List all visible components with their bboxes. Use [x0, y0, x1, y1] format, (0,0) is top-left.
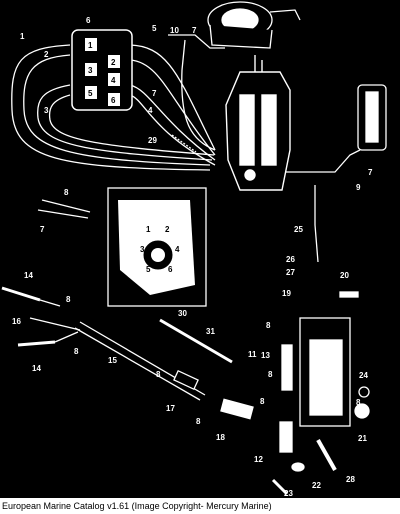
callout-label: 21 — [358, 434, 367, 443]
callout-label: 8 — [196, 417, 201, 426]
callout-label: 7 — [368, 168, 373, 177]
harness-wire-5 — [129, 44, 216, 151]
nut-22 — [291, 462, 305, 472]
callout-label: 12 — [254, 455, 263, 464]
callout-label: 18 — [216, 433, 225, 442]
module-number: 1 — [88, 41, 93, 50]
inset-detail — [107, 187, 207, 307]
callout-label: 24 — [359, 371, 368, 380]
powerhead-block — [225, 55, 291, 191]
screw-23 — [271, 478, 289, 496]
callout-label: 8 — [74, 347, 79, 356]
control-module — [71, 29, 133, 111]
callout-label: 29 — [148, 136, 157, 145]
callout-label: 8 — [156, 370, 161, 379]
callout-label: 2 — [44, 50, 49, 59]
inset-number: 1 — [146, 225, 151, 234]
callout-label: 6 — [86, 16, 91, 25]
inset-number: 5 — [146, 265, 151, 274]
callout-label: 25 — [294, 225, 303, 234]
harness-wire-7 — [129, 84, 216, 161]
callout-label: 3 — [44, 106, 49, 115]
callout-label: 20 — [340, 271, 349, 280]
callout-label: 8 — [64, 188, 69, 197]
callout-label: 30 — [178, 309, 187, 318]
callout-label: 22 — [312, 481, 321, 490]
callout-label: 26 — [286, 255, 295, 264]
callout-label: 7 — [40, 225, 45, 234]
inset-number: 4 — [175, 245, 180, 254]
callout-layer: 1 2 3 4 5 6 7 7 7 7 8 8 8 8 8 8 8 8 8 9 … — [12, 16, 373, 498]
module-number: 5 — [88, 89, 93, 98]
callout-label: 13 — [261, 351, 270, 360]
inset-number: 2 — [165, 225, 170, 234]
callout-label: 23 — [284, 489, 293, 498]
harness-wire-8 — [129, 94, 216, 166]
cable-15 — [74, 327, 201, 401]
harness-wire-4 — [48, 94, 215, 156]
harness-wire-2 — [23, 54, 211, 166]
lead-14-lower — [54, 331, 79, 343]
callout-label: 31 — [206, 327, 215, 336]
label-20 — [339, 291, 359, 298]
clip-28 — [316, 439, 337, 471]
harness-wire-6 — [129, 59, 216, 156]
callout-label: 9 — [356, 183, 361, 192]
lead-14-upper — [39, 299, 61, 307]
callout-label: 7 — [192, 26, 197, 35]
tie-strap — [37, 209, 89, 219]
callout-label: 8 — [266, 321, 271, 330]
washer-24 — [358, 386, 370, 398]
fuse-13 — [281, 344, 293, 391]
ground-31 — [159, 318, 233, 364]
parts-diagram: 1 2 3 4 5 6 1 2 3 4 5 6 — [1, 1, 387, 496]
module-number: 4 — [111, 76, 116, 85]
callout-label: 27 — [286, 268, 295, 277]
wire-9 — [280, 149, 361, 173]
callout-label: 10 — [170, 26, 179, 35]
inset-number: 3 — [140, 245, 145, 254]
callout-label: 19 — [282, 289, 291, 298]
callout-label: 5 — [152, 24, 157, 33]
coil-19-body — [309, 339, 343, 416]
callout-label: 4 — [148, 106, 153, 115]
lead-14-upper — [1, 286, 41, 302]
callout-label: 15 — [108, 356, 117, 365]
coil-bracket — [357, 84, 387, 151]
callout-label: 17 — [166, 404, 175, 413]
callout-label: 8 — [268, 370, 273, 379]
module-number: 2 — [111, 58, 116, 67]
callout-label: 11 — [248, 350, 257, 359]
callout-label: 8 — [66, 295, 71, 304]
callout-label: 8 — [260, 397, 265, 406]
module-number: 3 — [88, 66, 93, 75]
grommet-21 — [354, 403, 370, 419]
holder-12 — [279, 421, 293, 453]
image-caption: European Marine Catalog v1.61 (Image Cop… — [0, 498, 400, 514]
lead-14-lower — [17, 340, 56, 347]
probe-25 — [314, 185, 319, 263]
plug-17 — [173, 369, 199, 391]
wire-10 — [181, 39, 216, 151]
harness-wire-1 — [11, 44, 211, 171]
spring-29 — [171, 134, 197, 153]
tie-strap — [41, 199, 91, 213]
connector-16 — [29, 317, 81, 331]
engine-top-assembly — [207, 1, 301, 49]
callout-label: 1 — [20, 32, 25, 41]
callout-label: 14 — [24, 271, 33, 280]
callout-label: 8 — [356, 398, 361, 407]
callout-label: 16 — [12, 317, 21, 326]
wire-10-lead — [168, 34, 225, 49]
callout-label: 14 — [32, 364, 41, 373]
module-number: 6 — [111, 96, 116, 105]
harness-wire-3 — [37, 84, 213, 161]
inset-number: 6 — [168, 265, 173, 274]
callout-label: 28 — [346, 475, 355, 484]
sleeve-18 — [220, 398, 254, 420]
callout-label: 7 — [152, 89, 157, 98]
